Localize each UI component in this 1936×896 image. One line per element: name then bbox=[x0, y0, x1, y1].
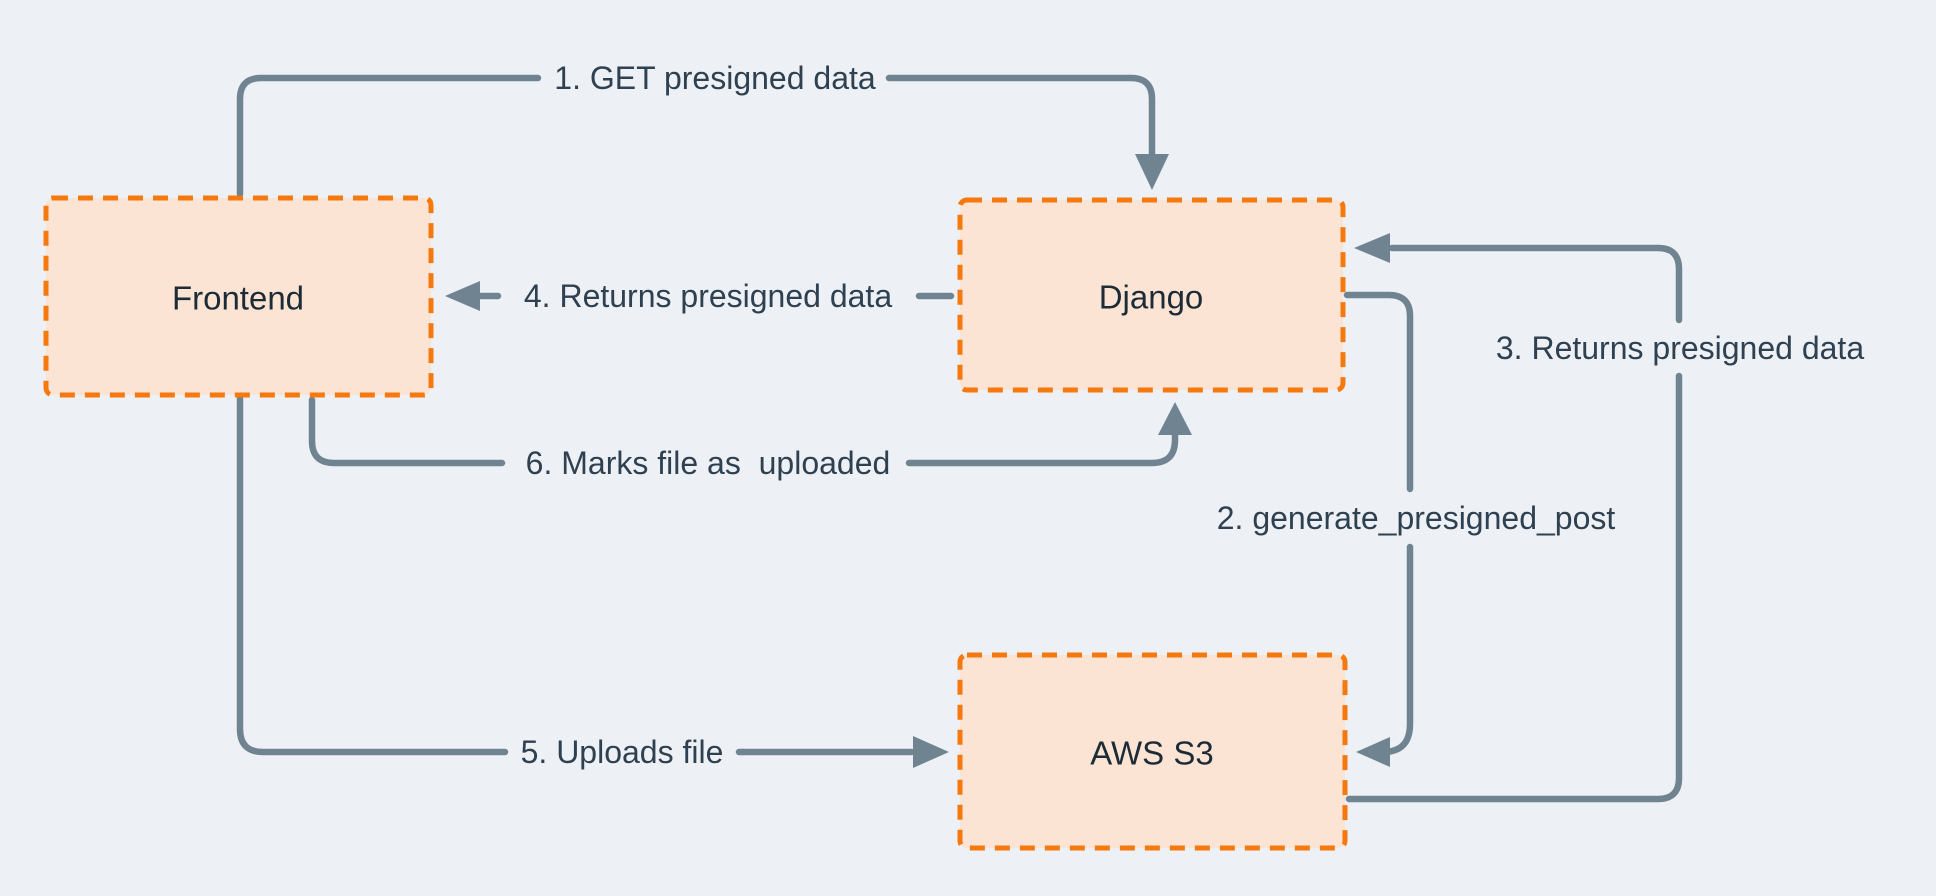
django-node-box bbox=[957, 197, 1346, 393]
step-1-arrowhead-down bbox=[1135, 154, 1169, 190]
aws-s3-node-label: AWS S3 bbox=[1090, 735, 1213, 772]
step-2-arrowhead-left bbox=[1356, 737, 1390, 767]
frontend-node: Frontend bbox=[43, 195, 434, 398]
step-6-arrowhead-up bbox=[1158, 402, 1192, 435]
step-3-arrow: 3. Returns presigned data bbox=[1345, 233, 1864, 803]
step-6-arrow-segment-right bbox=[905, 428, 1179, 467]
step-1-label: 1. GET presigned data bbox=[554, 60, 876, 96]
aws-s3-node-box bbox=[957, 652, 1348, 851]
step-2-arrow: 2. generate_presigned_post bbox=[1217, 291, 1616, 767]
step-5-label: 5. Uploads file bbox=[521, 734, 724, 770]
step-4-arrowhead-left bbox=[445, 281, 480, 311]
step-1-arrow: 1. GET presigned data bbox=[236, 60, 1169, 198]
step-3-arrow-segment-top bbox=[1388, 244, 1683, 324]
step-3-label: 3. Returns presigned data bbox=[1496, 330, 1864, 366]
django-node-label: Django bbox=[1099, 279, 1204, 316]
step-5-arrowhead-right bbox=[913, 736, 949, 768]
step-6-label: 6. Marks file as uploaded bbox=[526, 445, 891, 481]
step-1-arrow-segment-right bbox=[885, 74, 1156, 157]
step-1-arrow-segment-left bbox=[236, 74, 542, 198]
step-4-arrow: 4. Returns presigned data bbox=[445, 278, 955, 314]
step-6-arrow: 6. Marks file as uploaded bbox=[308, 396, 1192, 481]
frontend-node-box bbox=[43, 195, 434, 398]
step-3-arrowhead-left bbox=[1354, 233, 1390, 263]
step-3-arrow-segment-bottom bbox=[1345, 372, 1683, 803]
step-6-arrow-segment-left bbox=[308, 396, 506, 467]
step-5-arrow: 5. Uploads file bbox=[236, 395, 949, 770]
step-2-arrow-segment-top bbox=[1343, 291, 1414, 493]
step-2-label: 2. generate_presigned_post bbox=[1217, 500, 1616, 536]
django-node: Django bbox=[957, 197, 1346, 393]
step-4-label: 4. Returns presigned data bbox=[524, 278, 892, 314]
aws-s3-node: AWS S3 bbox=[957, 652, 1348, 851]
frontend-node-label: Frontend bbox=[172, 280, 304, 317]
step-5-arrow-segment-left bbox=[236, 395, 509, 756]
